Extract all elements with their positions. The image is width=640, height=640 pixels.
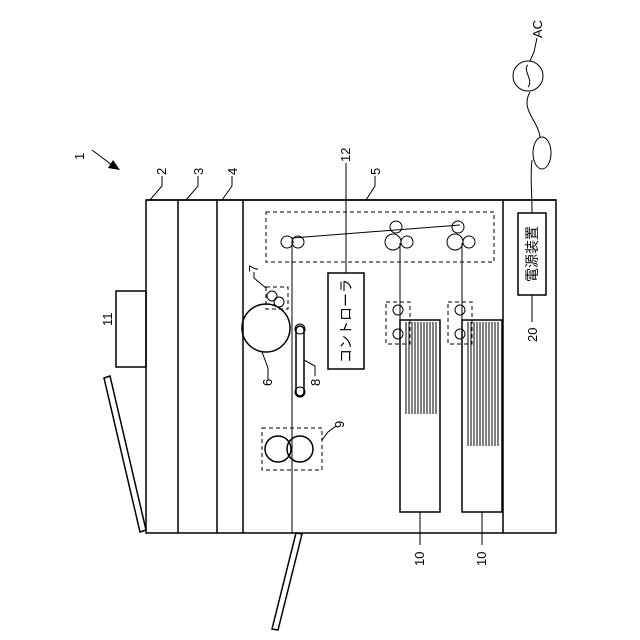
power-supply-text: 電源装置 — [525, 226, 541, 282]
roller — [385, 234, 401, 250]
roller — [390, 221, 402, 233]
label-unit-3: 3 — [191, 168, 206, 175]
label-transfer: 8 — [308, 379, 323, 386]
roller — [281, 236, 293, 248]
photoreceptor-drum — [242, 304, 290, 352]
output-tray — [272, 533, 302, 630]
label-ac: AC — [530, 20, 545, 38]
roller — [452, 221, 464, 233]
charger-roller — [267, 291, 277, 301]
transfer-belt — [296, 326, 304, 396]
label-power: 20 — [525, 328, 540, 342]
leader-transfer — [304, 360, 315, 376]
label-charger: 7 — [246, 265, 261, 272]
label-unit-4: 4 — [225, 168, 240, 175]
leader-unit-4 — [222, 176, 232, 200]
pickup-roller — [393, 329, 403, 339]
leader-unit-2 — [150, 176, 162, 200]
pickup-roller — [455, 305, 465, 315]
leader-ac — [530, 38, 537, 61]
label-unit-5: 5 — [368, 168, 383, 175]
leader-fixing — [322, 426, 336, 440]
label-apparatus: 1 — [72, 153, 87, 160]
cover-plate — [104, 376, 146, 532]
label-controller: 12 — [338, 148, 353, 162]
scanner-unit — [116, 291, 146, 367]
paper-stack-b — [468, 322, 498, 446]
leader-drum — [262, 352, 268, 380]
leader-charger — [254, 272, 266, 288]
leader-unit-3 — [186, 176, 198, 200]
label-scanner: 11 — [100, 313, 115, 327]
pickup-roller — [393, 305, 403, 315]
roller — [401, 236, 413, 248]
power-cord — [531, 160, 532, 213]
controller-text: コントローラ — [339, 279, 355, 363]
label-tray-b: 10 — [474, 552, 489, 566]
plug-icon — [533, 137, 551, 169]
label-unit-2: 2 — [154, 168, 169, 175]
roller — [447, 234, 463, 250]
sine-wave-icon — [526, 65, 529, 87]
pickup-roller — [455, 329, 465, 339]
leader-unit-5 — [366, 176, 375, 200]
paper-path-feed — [292, 225, 460, 238]
label-tray-a: 10 — [412, 552, 427, 566]
roller — [463, 236, 475, 248]
arrow-head-icon — [108, 160, 120, 170]
leader-apparatus — [92, 150, 112, 165]
power-cord-upper — [527, 92, 540, 137]
